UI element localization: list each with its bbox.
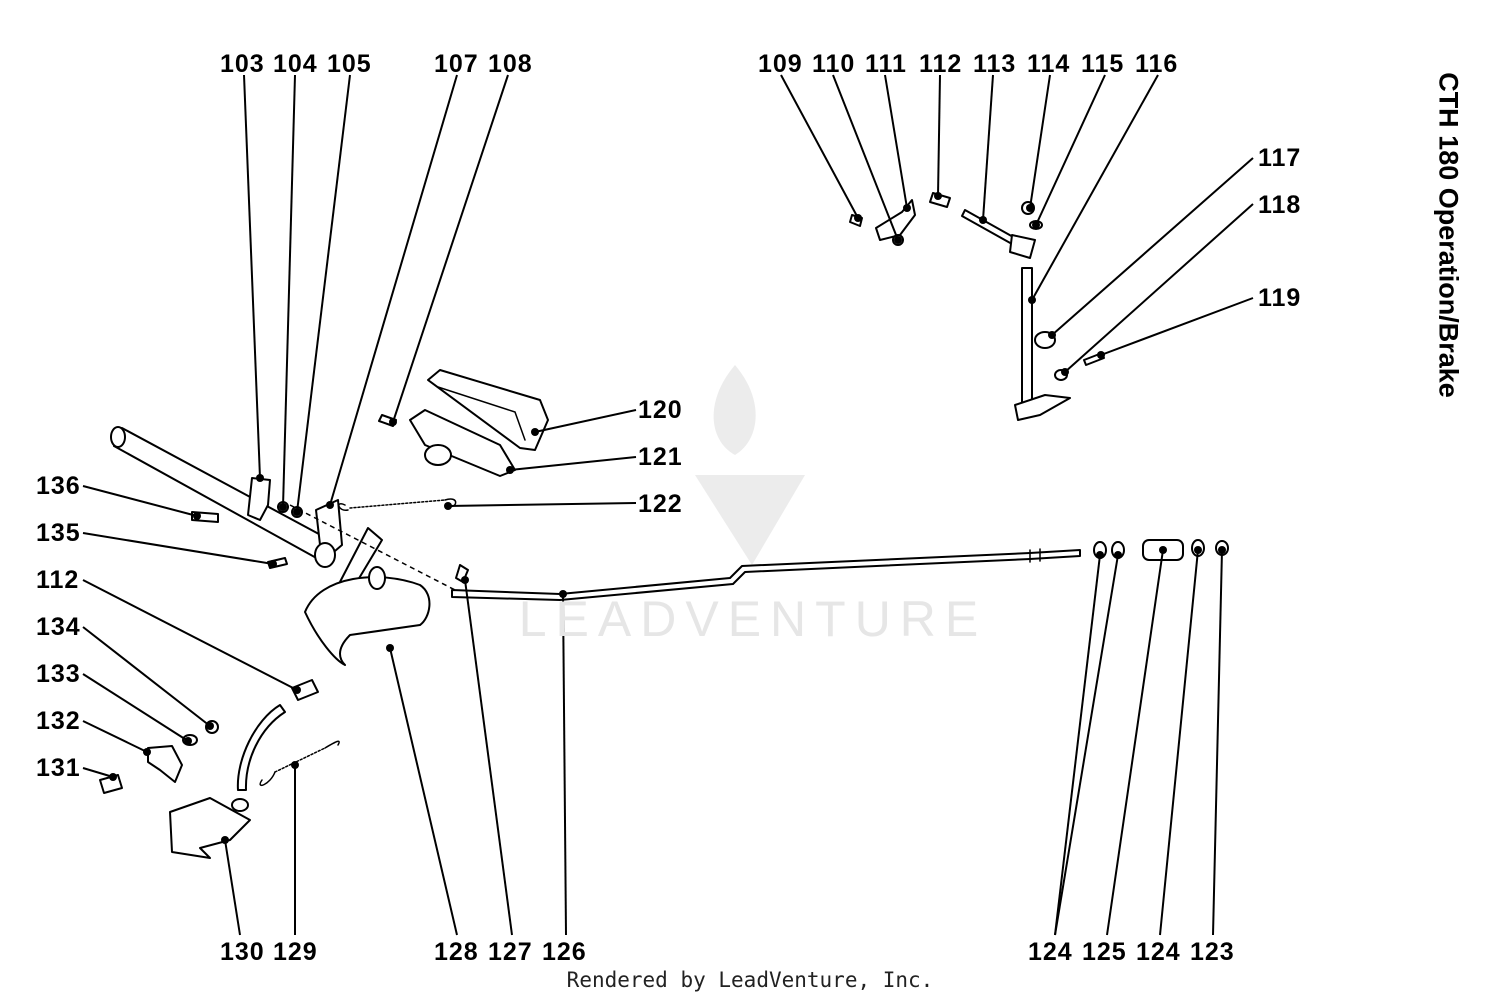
callout-111: 111: [865, 50, 907, 78]
callout-113: 113: [973, 50, 1016, 78]
callout-104: 104: [273, 50, 318, 78]
callout-118: 118: [1258, 191, 1301, 219]
callout-105: 105: [327, 50, 372, 78]
part-alignment-line: [289, 504, 456, 591]
callout-117: 117: [1258, 144, 1301, 172]
callout-120: 120: [638, 396, 683, 424]
part-brake-rod: [451, 548, 1081, 601]
part-brake-arm: [304, 527, 431, 666]
callout-110: 110: [812, 50, 855, 78]
callout-115: 115: [1081, 50, 1124, 78]
part-link-113: [961, 209, 1036, 259]
part-bracket-103: [247, 477, 271, 521]
callout-126: 126: [542, 938, 587, 966]
callout-136: 136: [36, 472, 81, 500]
part-pedal-pad: [427, 369, 549, 451]
part-spring-129: [259, 740, 340, 787]
callout-114: 114: [1027, 50, 1070, 78]
part-shaft-116: [1014, 267, 1071, 421]
callout-labels: 103 104 105 107 108 109 110 111 112 113 …: [36, 50, 1301, 966]
callout-127: 127: [488, 938, 533, 966]
footer-credit: Rendered by LeadVenture, Inc.: [566, 968, 934, 992]
callout-130: 130: [220, 938, 265, 966]
callout-124-a: 124: [1028, 938, 1073, 966]
callout-133: 133: [36, 660, 81, 688]
part-spring-122: [338, 498, 457, 511]
diagram-title: CTH 180 Operation/Brake: [1428, 40, 1468, 430]
part-pin-112b: [291, 679, 319, 701]
leader-lines: [82, 74, 1254, 936]
callout-131: 131: [36, 754, 81, 782]
callout-103: 103: [220, 50, 265, 78]
part-lever-130: [169, 704, 286, 859]
callout-108: 108: [488, 50, 533, 78]
callout-122: 122: [638, 490, 683, 518]
callout-116: 116: [1135, 50, 1178, 78]
watermark-logo: [695, 365, 805, 565]
callout-123: 123: [1190, 938, 1235, 966]
callout-125: 125: [1082, 938, 1127, 966]
callout-107: 107: [434, 50, 479, 78]
callout-112-top: 112: [919, 50, 962, 78]
callout-112-left: 112: [36, 566, 79, 594]
callout-124-b: 124: [1136, 938, 1181, 966]
callout-135: 135: [36, 519, 81, 547]
callout-132: 132: [36, 707, 81, 735]
watermark-text: LEADVENTURE: [518, 591, 988, 647]
diagram-title-text: CTH 180 Operation/Brake: [1433, 72, 1464, 398]
callout-129: 129: [273, 938, 318, 966]
callout-109: 109: [758, 50, 803, 78]
callout-128: 128: [434, 938, 479, 966]
callout-121: 121: [638, 443, 683, 471]
callout-134: 134: [36, 613, 81, 641]
part-cross-shaft: [110, 426, 331, 561]
callout-119: 119: [1258, 284, 1301, 312]
part-bracket-132: [147, 745, 183, 783]
